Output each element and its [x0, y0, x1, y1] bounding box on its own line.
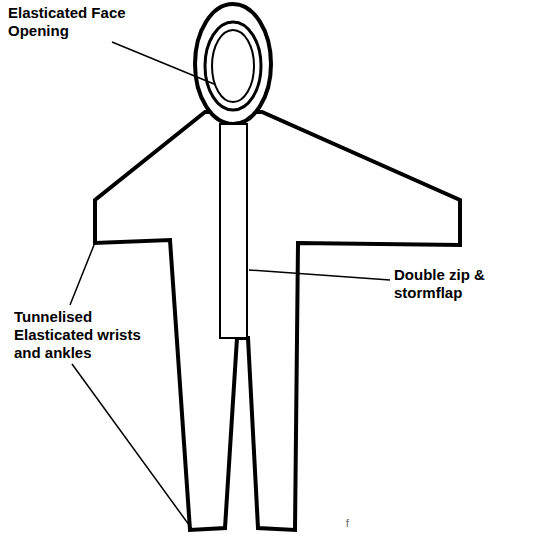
face-opening: [212, 30, 254, 102]
callout-label: Elasticated Face Opening: [8, 4, 148, 40]
face-opening-band: [205, 22, 261, 110]
leader-line: [70, 245, 94, 305]
leader-line: [72, 364, 192, 529]
coverall-body: [95, 112, 460, 530]
leader-line: [112, 42, 214, 84]
callout-label: Double zip & stormflap: [394, 266, 506, 302]
leader-line: [249, 270, 390, 280]
callout-label: Tunnelised Elasticated wrists and ankles: [14, 308, 162, 362]
stray-mark: f: [346, 518, 360, 530]
zip-stormflap: [220, 124, 247, 338]
hood: [195, 4, 271, 124]
